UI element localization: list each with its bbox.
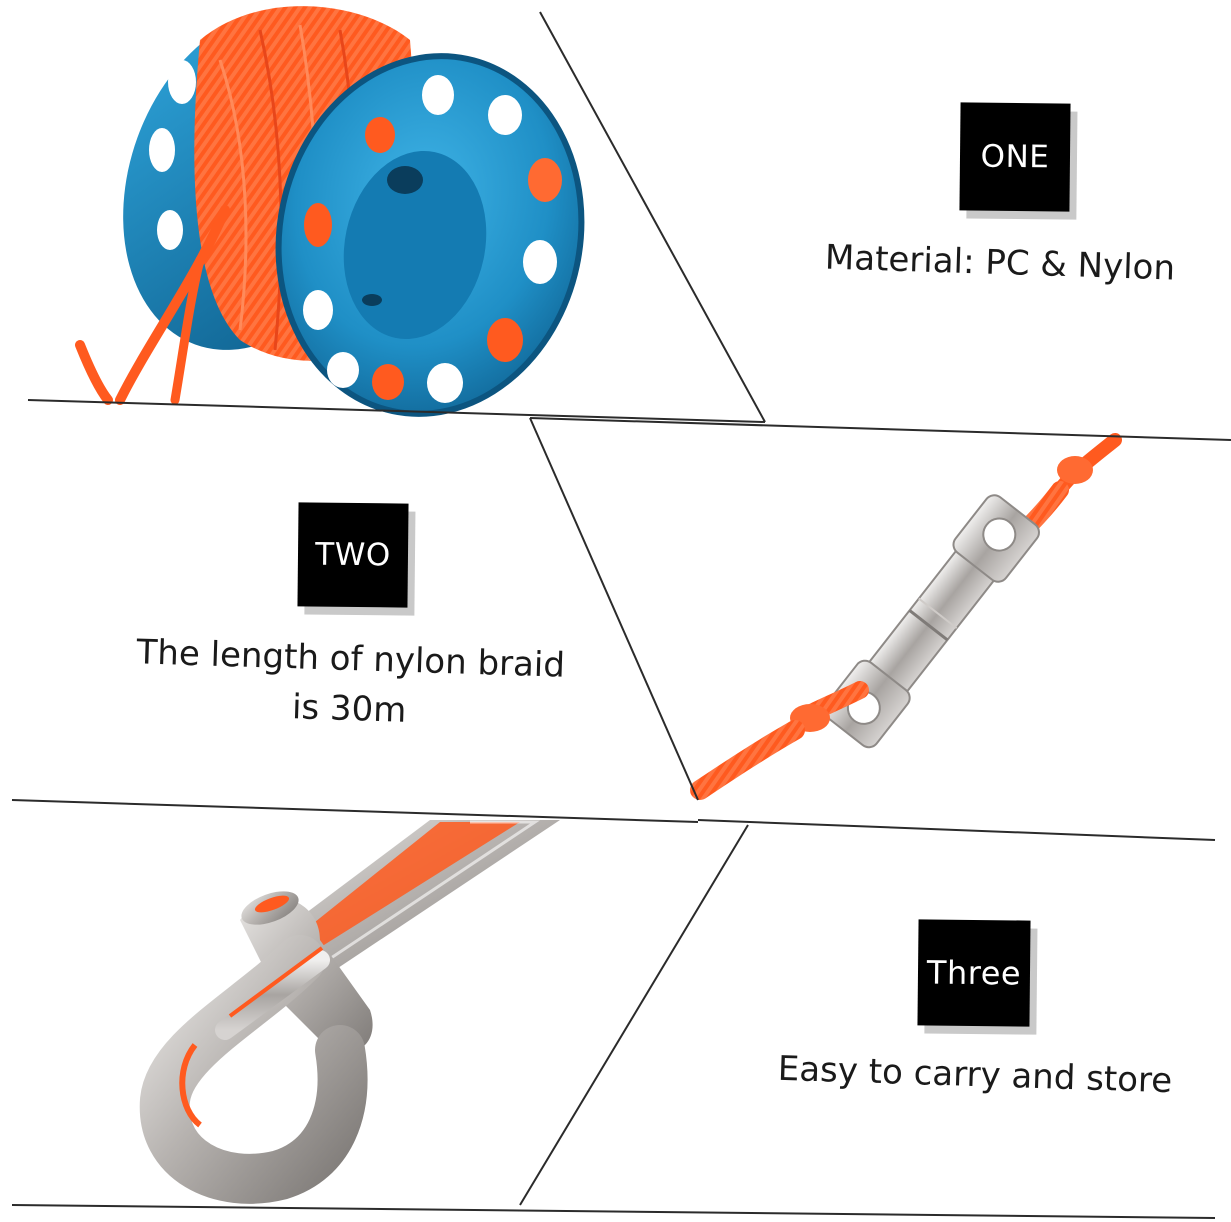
divider-line	[529, 417, 1231, 441]
panel-two-caption: The length of nylon braid is 30m	[109, 626, 592, 741]
swivel-connector-icon	[690, 433, 1122, 800]
divider-line	[539, 11, 766, 423]
divider-line	[519, 824, 749, 1206]
panel-dividers	[11, 11, 1231, 1219]
panel-three-label: Three	[917, 919, 1031, 1027]
dive-reel-spool-icon	[75, 6, 585, 417]
divider-line	[529, 417, 699, 801]
panel-two-label: TWO	[297, 502, 409, 608]
divider-line	[27, 399, 766, 423]
panel-one-label: ONE	[959, 102, 1071, 212]
divider-line	[697, 819, 1216, 841]
divider-line	[11, 799, 699, 823]
divider-line	[11, 1204, 1216, 1219]
bolt-snap-hook-icon	[139, 820, 560, 1204]
